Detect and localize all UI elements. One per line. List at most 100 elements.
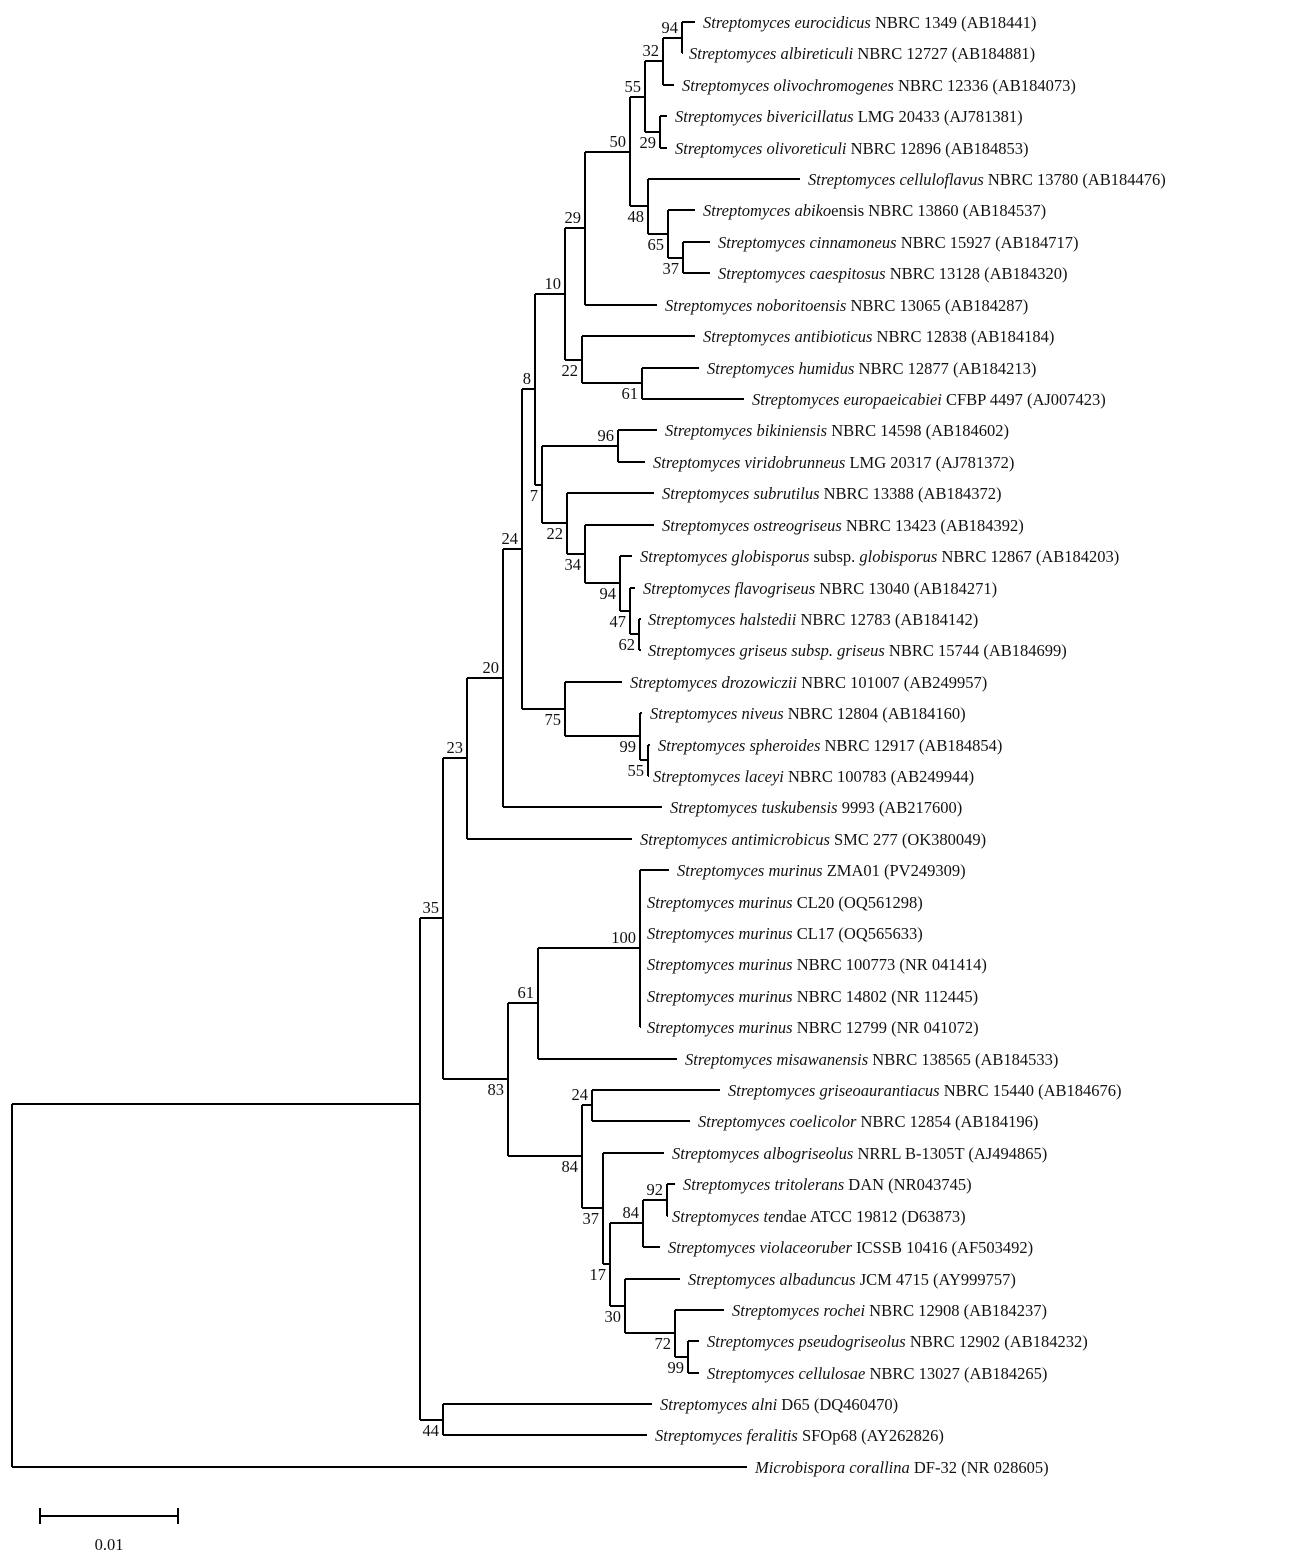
bootstrap-label: 65 [648, 235, 665, 254]
taxon-name-italic: Streptomyces ostreogriseus [662, 516, 842, 535]
bootstrap-label: 24 [502, 529, 519, 548]
taxon-strain-accession: NBRC 12336 (AB184073) [894, 76, 1076, 95]
taxon-name-italic: Streptomyces ten [672, 1207, 784, 1226]
leaf-label: Streptomyces niveus NBRC 12804 (AB184160… [650, 704, 966, 723]
leaf-label: Streptomyces flavogriseus NBRC 13040 (AB… [643, 579, 997, 598]
taxon-name-italic: Streptomyces bivericillatus [675, 107, 854, 126]
leaf-label: Streptomyces murinus NBRC 14802 (NR 1124… [647, 987, 978, 1006]
leaf-label: Streptomyces murinus CL20 (OQ561298) [647, 893, 923, 912]
taxon-name-italic: Streptomyces alni [660, 1395, 778, 1414]
leaf-label: Streptomyces tendae ATCC 19812 (D63873) [672, 1207, 966, 1226]
bootstrap-label: 84 [623, 1203, 640, 1222]
bootstrap-label: 24 [572, 1085, 589, 1104]
taxon-name-italic: Streptomyces abiko [703, 201, 831, 220]
bootstrap-label: 34 [565, 555, 582, 574]
leaf-label: Streptomyces bivericillatus LMG 20433 (A… [675, 107, 1023, 126]
leaf-label: Streptomyces coelicolor NBRC 12854 (AB18… [698, 1112, 1038, 1131]
leaf-label: Streptomyces europaeicabiei CFBP 4497 (A… [752, 390, 1106, 409]
bootstrap-label: 83 [488, 1080, 505, 1099]
taxon-strain-accession: subsp. [809, 547, 859, 566]
taxon-strain-accession: NBRC 12854 (AB184196) [856, 1112, 1038, 1131]
taxon-name-italic: Streptomyces flavogriseus [643, 579, 815, 598]
taxon-strain-accession: JCM 4715 (AY999757) [856, 1270, 1016, 1289]
leaf-label: Streptomyces drozowiczii NBRC 101007 (AB… [630, 673, 987, 692]
taxon-name-italic: Streptomyces bikiniensis [665, 421, 827, 440]
bootstrap-label: 8 [523, 369, 531, 388]
taxon-strain-accession: NBRC 12917 (AB184854) [820, 736, 1002, 755]
bootstrap-label: 22 [547, 524, 564, 543]
bootstrap-label: 55 [625, 77, 642, 96]
taxon-strain-accession: NRRL B-1305T (AJ494865) [853, 1144, 1047, 1163]
leaf-label: Streptomyces murinus ZMA01 (PV249309) [677, 861, 966, 880]
bootstrap-label: 29 [640, 133, 657, 152]
leaf-label: Streptomyces cinnamoneus NBRC 15927 (AB1… [718, 233, 1079, 252]
leaf-label: Streptomyces olivoreticuli NBRC 12896 (A… [675, 139, 1029, 158]
taxon-strain-accession: NBRC 12902 (AB184232) [906, 1332, 1088, 1351]
taxon-strain-accession: NBRC 14598 (AB184602) [827, 421, 1009, 440]
taxon-strain-accession: NBRC 13423 (AB184392) [842, 516, 1024, 535]
leaf-label: Streptomyces albireticuli NBRC 12727 (AB… [689, 44, 1035, 63]
taxon-name-italic: Streptomyces spheroides [658, 736, 820, 755]
taxon-name-italic: Streptomyces olivochromogenes [682, 76, 894, 95]
leaf-label: Streptomyces eurocidicus NBRC 1349 (AB18… [703, 13, 1036, 32]
taxon-strain-accession: LMG 20433 (AJ781381) [854, 107, 1023, 126]
taxon-strain-accession: CL17 (OQ565633) [793, 924, 923, 943]
taxon-strain-accession: dae ATCC 19812 (D63873) [784, 1207, 966, 1226]
taxon-strain-accession: NBRC 12804 (AB184160) [784, 704, 966, 723]
taxon-name-italic: Streptomyces humidus [707, 359, 854, 378]
leaf-label: Streptomyces misawanensis NBRC 138565 (A… [685, 1050, 1058, 1069]
taxon-name-italic: globisporus [859, 547, 937, 566]
taxon-name-italic: Streptomyces murinus [647, 955, 793, 974]
taxon-name-italic: Streptomyces murinus [677, 861, 823, 880]
leaf-label: Streptomyces viridobrunneus LMG 20317 (A… [653, 453, 1014, 472]
leaf-label: Streptomyces antimicrobicus SMC 277 (OK3… [640, 830, 986, 849]
taxon-strain-accession: NBRC 1349 (AB18441) [871, 13, 1036, 32]
taxon-name-italic: Streptomyces halstedii [648, 610, 797, 629]
taxon-strain-accession: SFOp68 (AY262826) [798, 1426, 944, 1445]
taxon-name-italic: Streptomyces albogriseolus [672, 1144, 853, 1163]
taxon-strain-accession: NBRC 100783 (AB249944) [784, 767, 974, 786]
taxon-name-italic: Streptomyces niveus [650, 704, 784, 723]
bootstrap-label: 99 [620, 737, 637, 756]
taxon-name-italic: Streptomyces noboritoensis [665, 296, 846, 315]
taxon-strain-accession: NBRC 12783 (AB184142) [796, 610, 978, 629]
leaf-label: Streptomyces tuskubensis 9993 (AB217600) [670, 798, 962, 817]
bootstrap-label: 100 [611, 928, 636, 947]
bootstrap-label: 75 [545, 710, 562, 729]
taxon-name-italic: Streptomyces antibioticus [703, 327, 872, 346]
leaf-label: Streptomyces cellulosae NBRC 13027 (AB18… [707, 1364, 1047, 1383]
bootstrap-label: 37 [583, 1209, 600, 1228]
taxon-strain-accession: NBRC 12896 (AB184853) [847, 139, 1029, 158]
taxon-name-italic: Streptomyces tritolerans [683, 1175, 844, 1194]
leaf-label: Streptomyces subrutilus NBRC 13388 (AB18… [662, 484, 1001, 503]
taxon-strain-accession: NBRC 15440 (AB184676) [940, 1081, 1122, 1100]
leaf-label: Streptomyces laceyi NBRC 100783 (AB24994… [653, 767, 974, 786]
taxon-strain-accession: D65 (DQ460470) [777, 1395, 898, 1414]
taxon-name-italic: Streptomyces tuskubensis [670, 798, 838, 817]
leaf-label: Streptomyces griseoaurantiacus NBRC 1544… [728, 1081, 1122, 1100]
taxon-name-italic: Streptomyces subrutilus [662, 484, 820, 503]
taxon-strain-accession: ZMA01 (PV249309) [823, 861, 966, 880]
taxon-strain-accession: NBRC 13040 (AB184271) [815, 579, 997, 598]
leaf-label: Streptomyces noboritoensis NBRC 13065 (A… [665, 296, 1028, 315]
leaf-label: Streptomyces violaceoruber ICSSB 10416 (… [668, 1238, 1033, 1257]
leaf-label: Streptomyces rochei NBRC 12908 (AB184237… [732, 1301, 1047, 1320]
bootstrap-label: 20 [483, 658, 500, 677]
taxon-strain-accession: NBRC 12908 (AB184237) [865, 1301, 1047, 1320]
leaf-label: Streptomyces humidus NBRC 12877 (AB18421… [707, 359, 1036, 378]
taxon-strain-accession: NBRC 13780 (AB184476) [984, 170, 1166, 189]
bootstrap-label: 10 [545, 274, 562, 293]
taxon-strain-accession: DAN (NR043745) [844, 1175, 971, 1194]
leaf-label: Streptomyces abikoensis NBRC 13860 (AB18… [703, 201, 1046, 220]
taxon-strain-accession: NBRC 14802 (NR 112445) [793, 987, 978, 1006]
bootstrap-label: 84 [562, 1157, 579, 1176]
taxon-name-italic: Streptomyces cinnamoneus [718, 233, 897, 252]
taxon-strain-accession: 9993 (AB217600) [838, 798, 963, 817]
taxon-name-italic: Streptomyces murinus [647, 924, 793, 943]
taxon-name-italic: Streptomyces globisporus [640, 547, 809, 566]
taxon-strain-accession: NBRC 138565 (AB184533) [868, 1050, 1058, 1069]
leaf-label: Streptomyces griseus subsp. griseus NBRC… [648, 641, 1067, 660]
leaf-label: Streptomyces antibioticus NBRC 12838 (AB… [703, 327, 1054, 346]
taxon-strain-accession: ensis NBRC 13860 (AB184537) [831, 201, 1046, 220]
